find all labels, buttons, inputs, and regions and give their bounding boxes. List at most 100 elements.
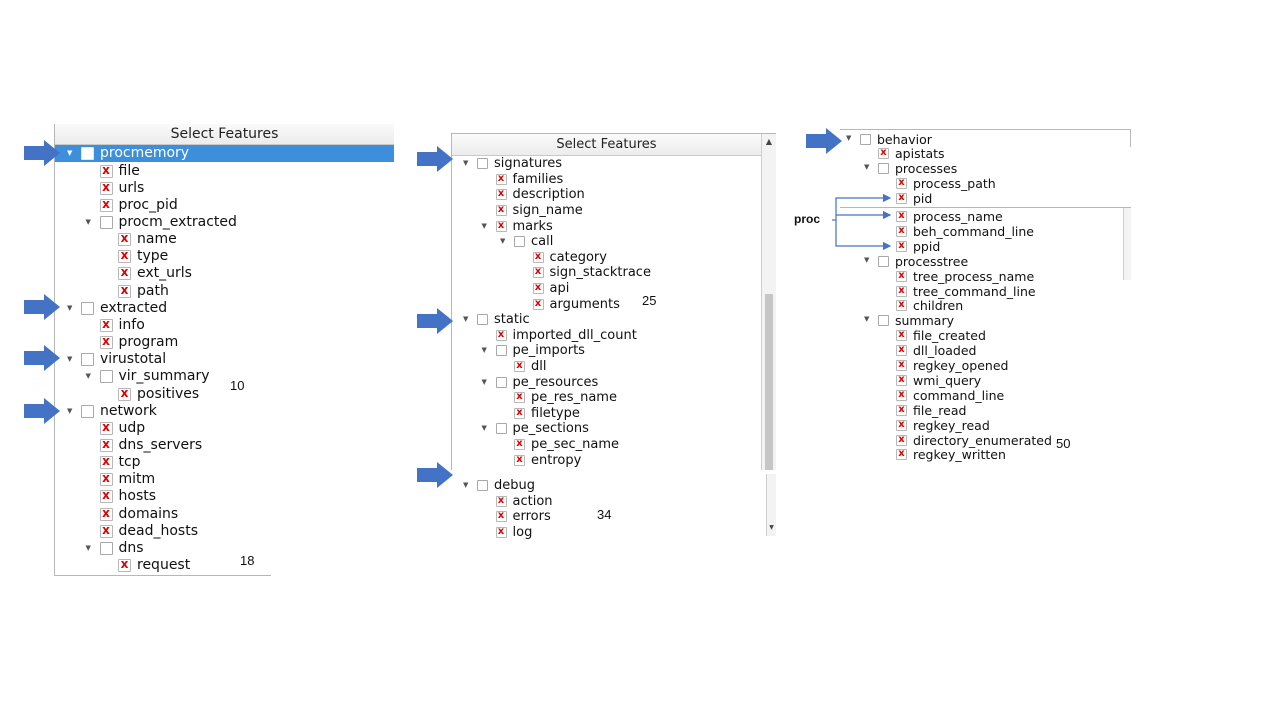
scrollbar-thumb[interactable] (765, 294, 773, 470)
triangle-down-icon[interactable]: ▼ (481, 378, 487, 386)
tree-row-pid[interactable]: pid (840, 191, 1140, 206)
tree-row-ext-urls[interactable]: ext_urls (54, 265, 354, 282)
tree-row-dll-loaded[interactable]: dll_loaded (840, 343, 1140, 358)
tree-row-dns[interactable]: ▼dns (54, 540, 354, 557)
red-x-icon[interactable] (532, 298, 544, 310)
tree-row-hosts[interactable]: hosts (54, 488, 354, 505)
triangle-down-icon[interactable]: ▼ (85, 372, 91, 380)
tree-row-command-line[interactable]: command_line (840, 388, 1140, 403)
red-x-icon[interactable] (896, 448, 907, 460)
red-x-icon[interactable] (99, 438, 113, 452)
tree-row-info[interactable]: info (54, 317, 354, 334)
tree-row-ppid[interactable]: ppid (840, 239, 1140, 254)
tree-row-imported-dll-count[interactable]: imported_dll_count (451, 328, 751, 344)
tree-row-file-read[interactable]: file_read (840, 403, 1140, 418)
tree-row-summary[interactable]: ▼summary (840, 313, 1140, 328)
triangle-down-icon[interactable]: ▼ (463, 315, 469, 323)
checkbox-icon[interactable] (860, 134, 871, 145)
red-x-icon[interactable] (896, 192, 907, 204)
tree-row-regkey-opened[interactable]: regkey_opened (840, 358, 1140, 373)
tree-row-proc-pid[interactable]: proc_pid (54, 197, 354, 214)
triangle-down-icon[interactable]: ▼ (463, 481, 469, 489)
tree-row-pe-resources[interactable]: ▼pe_resources (451, 375, 751, 391)
checkbox-icon[interactable] (99, 542, 113, 555)
red-x-icon[interactable] (896, 389, 907, 401)
tree-row-dll[interactable]: dll (451, 359, 751, 375)
triangle-down-icon[interactable]: ▼ (463, 159, 469, 167)
tree-row-extracted[interactable]: ▼extracted (54, 300, 354, 317)
red-x-icon[interactable] (896, 434, 907, 446)
checkbox-icon[interactable] (878, 256, 889, 267)
tree-row-mitm[interactable]: mitm (54, 471, 354, 488)
checkbox-icon[interactable] (514, 236, 525, 247)
red-x-icon[interactable] (99, 421, 113, 435)
tree-row-action[interactable]: action (451, 494, 751, 510)
checkbox-icon[interactable] (495, 345, 507, 356)
checkbox-icon[interactable] (477, 314, 488, 325)
red-x-icon[interactable] (896, 210, 907, 222)
vertical-scrollbar[interactable] (1123, 208, 1131, 280)
tree-row-program[interactable]: program (54, 334, 354, 351)
red-x-icon[interactable] (896, 177, 907, 189)
tree-row-name[interactable]: name (54, 231, 354, 248)
red-x-icon[interactable] (532, 266, 544, 278)
scroll-down-icon[interactable]: ▼ (769, 524, 774, 531)
red-x-icon[interactable] (495, 495, 507, 507)
red-x-icon[interactable] (896, 299, 907, 311)
tree-row-process-path[interactable]: process_path (840, 176, 1140, 191)
red-x-icon[interactable] (118, 232, 131, 246)
tree-row-sign-name[interactable]: sign_name (451, 203, 751, 219)
red-x-icon[interactable] (99, 507, 113, 521)
red-x-icon[interactable] (896, 225, 907, 237)
tree-row-apistats[interactable]: apistats (840, 146, 1140, 161)
red-x-icon[interactable] (514, 454, 525, 466)
triangle-down-icon[interactable]: ▼ (67, 304, 73, 312)
triangle-down-icon[interactable]: ▼ (846, 134, 852, 142)
red-x-icon[interactable] (99, 524, 113, 538)
tree-row-log[interactable]: log (451, 525, 751, 541)
tree-row-urls[interactable]: urls (54, 180, 354, 197)
red-x-icon[interactable] (118, 249, 131, 263)
checkbox-icon[interactable] (477, 158, 488, 169)
tree-row-type[interactable]: type (54, 248, 354, 265)
tree-row-dead-hosts[interactable]: dead_hosts (54, 523, 354, 540)
scroll-up-icon[interactable]: ▲ (765, 137, 773, 146)
tree-row-debug[interactable]: ▼debug (451, 478, 751, 494)
red-x-icon[interactable] (878, 147, 889, 159)
tree-row-dns-servers[interactable]: dns_servers (54, 437, 354, 454)
checkbox-icon[interactable] (81, 353, 94, 366)
red-x-icon[interactable] (514, 407, 525, 419)
red-x-icon[interactable] (495, 173, 507, 185)
triangle-down-icon[interactable]: ▼ (67, 407, 73, 415)
tree-row-processtree[interactable]: ▼processtree (840, 254, 1140, 269)
triangle-down-icon[interactable]: ▼ (481, 222, 487, 230)
tree-row-marks[interactable]: ▼marks (451, 219, 751, 235)
red-x-icon[interactable] (896, 419, 907, 431)
tree-row-processes[interactable]: ▼processes (840, 161, 1140, 176)
tree-row-call[interactable]: ▼call (451, 234, 751, 250)
red-x-icon[interactable] (514, 391, 525, 403)
tree-row-children[interactable]: children (840, 298, 1140, 313)
triangle-down-icon[interactable]: ▼ (67, 149, 73, 157)
red-x-icon[interactable] (99, 335, 113, 349)
tree-row-path[interactable]: path (54, 283, 354, 300)
tree-row-description[interactable]: description (451, 187, 751, 203)
tree-row-regkey-written[interactable]: regkey_written (840, 447, 1140, 462)
red-x-icon[interactable] (495, 204, 507, 216)
checkbox-icon[interactable] (99, 370, 113, 383)
tree-row-vir-summary[interactable]: ▼vir_summary (54, 368, 354, 385)
tree-row-pe-imports[interactable]: ▼pe_imports (451, 343, 751, 359)
tree-row-signatures[interactable]: ▼signatures (451, 156, 751, 172)
red-x-icon[interactable] (99, 181, 113, 195)
triangle-down-icon[interactable]: ▼ (67, 355, 73, 363)
tree-row-procm-extracted[interactable]: ▼procm_extracted (54, 214, 354, 231)
tree-row-domains[interactable]: domains (54, 506, 354, 523)
red-x-icon[interactable] (118, 284, 131, 298)
checkbox-icon[interactable] (81, 302, 94, 315)
red-x-icon[interactable] (118, 266, 131, 280)
tree-row-virustotal[interactable]: ▼virustotal (54, 351, 354, 368)
tree-row-entropy[interactable]: entropy (451, 453, 751, 469)
tree-row-category[interactable]: category (451, 250, 751, 266)
red-x-icon[interactable] (514, 438, 525, 450)
red-x-icon[interactable] (495, 329, 507, 341)
